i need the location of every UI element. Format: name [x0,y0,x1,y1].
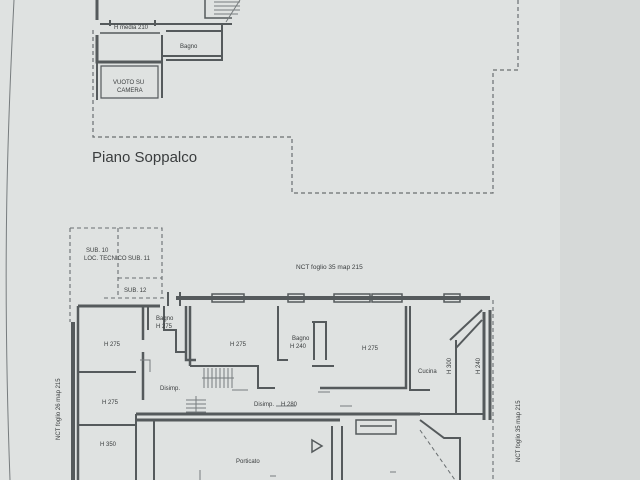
sub11-label: SUB. 11 [128,256,151,262]
bagno-label-line1: Bagno [156,316,174,322]
room-h350-label: H 350 [100,442,117,448]
upper-floor-title: Piano Soppalco [92,149,197,166]
room-h275-d-label: H 275 [102,400,119,406]
neighbor-top-label: NCT foglio 35 map 215 [296,264,363,271]
bagno-label-line2: H 275 [156,324,173,330]
ground-floor-plan [69,227,494,480]
bagno2-label-line2: H 240 [290,344,307,350]
h240-label: H 240 [476,357,482,374]
sub12-label: SUB. 12 [124,288,147,294]
h300-label: H 300 [447,357,453,374]
room-h275-c-label: H 275 [362,346,379,352]
vuoto-label-line2: CAMERA [117,88,143,94]
sub10-label-line2: LOC. TECNICO [84,256,127,262]
room-h275-b-label: H 275 [230,342,247,348]
sub10-label-line1: SUB. 10 [86,248,109,254]
cucina-label: Cucina [418,369,437,375]
neighbor-left-label: NCT foglio 26 map 215 [56,378,62,440]
neighbor-right-label: NCT foglio 35 map 215 [516,400,522,462]
upper-bagno-label: Bagno [180,44,198,50]
disimp-left-label: Disimp. [160,386,180,392]
h280-label: H 280 [281,402,298,408]
bagno2-label-line1: Bagno [292,336,310,342]
upper-h-media-label: H media 210 [114,25,149,31]
upper-floor-plan [92,0,519,194]
vuoto-label-line1: VUOTO SU [113,80,144,86]
disimp-center-label: Disimp. [254,402,274,408]
porticato-label: Porticato [236,459,260,465]
room-h275-a-label: H 275 [104,342,121,348]
